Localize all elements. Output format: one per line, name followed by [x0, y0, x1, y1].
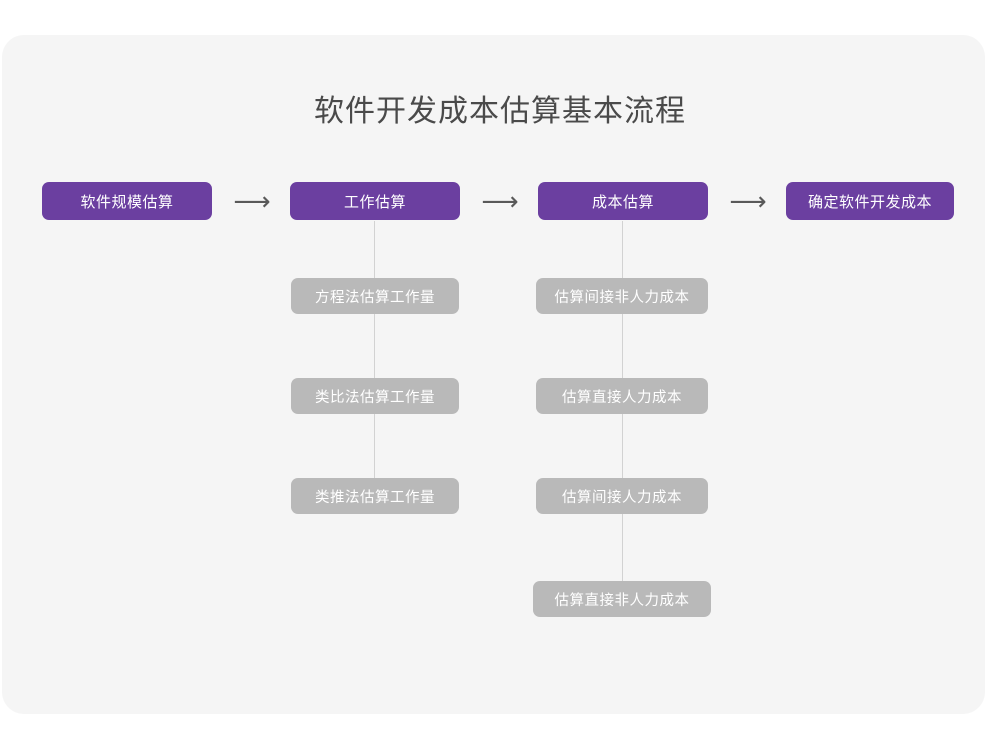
branch-node-work-equation-method[interactable]: 方程法估算工作量	[291, 278, 459, 314]
flow-node-label: 成本估算	[591, 193, 654, 211]
arrow-right-icon: ⟶	[233, 186, 271, 216]
branch-node-label: 估算直接人力成本	[562, 389, 682, 406]
branch-node-label: 方程法估算工作量	[315, 289, 435, 306]
branch-node-indirect-labor-cost[interactable]: 估算间接人力成本	[536, 478, 708, 514]
flow-node-cost-estimation[interactable]: 成本估算	[538, 182, 708, 220]
connector-line-cost-4	[622, 514, 623, 599]
branch-node-direct-labor-cost[interactable]: 估算直接人力成本	[536, 378, 708, 414]
diagram-card	[2, 35, 985, 714]
flow-node-label: 软件规模估算	[80, 193, 174, 211]
flow-node-label: 确定软件开发成本	[807, 193, 932, 211]
page-title: 软件开发成本估算基本流程	[314, 95, 686, 128]
branch-node-label: 估算间接人力成本	[562, 489, 682, 506]
connector-line-work-1	[374, 221, 375, 296]
connector-line-work-3	[374, 414, 375, 496]
flow-node-determine-development-cost[interactable]: 确定软件开发成本	[786, 182, 954, 220]
connector-line-cost-1	[622, 221, 623, 296]
flow-node-label: 工作估算	[343, 193, 406, 211]
connector-line-cost-2	[622, 314, 623, 396]
branch-node-label: 类推法估算工作量	[315, 489, 435, 506]
branch-node-label: 估算间接非人力成本	[554, 289, 690, 306]
flow-node-software-scale-estimation[interactable]: 软件规模估算	[42, 182, 212, 220]
branch-node-work-inference-method[interactable]: 类推法估算工作量	[291, 478, 459, 514]
branch-node-indirect-nonlabor-cost[interactable]: 估算间接非人力成本	[536, 278, 708, 314]
flow-node-work-estimation[interactable]: 工作估算	[290, 182, 460, 220]
branch-node-work-analogy-method[interactable]: 类比法估算工作量	[291, 378, 459, 414]
branch-node-label: 类比法估算工作量	[315, 389, 435, 406]
connector-line-cost-3	[622, 414, 623, 496]
branch-node-label: 估算直接非人力成本	[554, 592, 690, 609]
arrow-right-icon: ⟶	[729, 186, 767, 216]
connector-line-work-2	[374, 314, 375, 396]
arrow-right-icon: ⟶	[481, 186, 519, 216]
branch-node-direct-nonlabor-cost[interactable]: 估算直接非人力成本	[533, 581, 711, 617]
